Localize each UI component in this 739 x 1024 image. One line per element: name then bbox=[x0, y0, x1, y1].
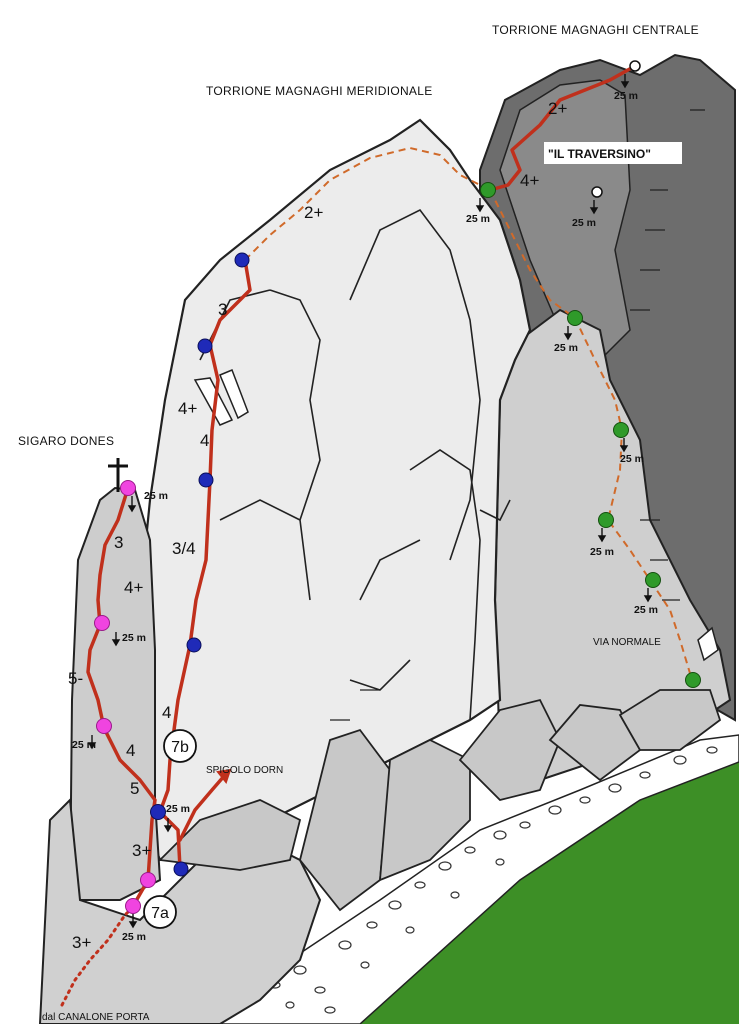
lower-boulders bbox=[158, 689, 722, 912]
label-traversino: "IL TRAVERSINO" bbox=[548, 147, 651, 161]
belay-len-7: 25 m bbox=[554, 342, 578, 354]
grade-sigaro-5: 5 bbox=[130, 779, 139, 798]
summit-cross-icon bbox=[108, 458, 128, 492]
route-centrale-line bbox=[488, 64, 637, 192]
title-torrione-centrale: TORRIONE MAGNAGHI CENTRALE bbox=[492, 23, 699, 37]
label-canalone-porta: dal CANALONE PORTA bbox=[42, 1012, 150, 1023]
grade-sigaro-7: 3+ bbox=[72, 933, 91, 952]
belay-len-9: 25 m bbox=[590, 546, 614, 558]
approach-dotted-line bbox=[60, 906, 134, 1007]
belay-len-11: 25 m bbox=[614, 90, 638, 102]
grade-sigaro-6: 3+ bbox=[132, 841, 151, 860]
grade-sigaro-2: 4+ bbox=[124, 578, 143, 597]
belay-len-3: 25 m bbox=[72, 739, 96, 751]
rock-texture-lines bbox=[199, 208, 511, 721]
grade-sigaro-3: 5- bbox=[68, 669, 83, 688]
belay-len-8: 25 m bbox=[620, 453, 644, 465]
grade-centrale-2: 4+ bbox=[520, 171, 539, 190]
spigolo-dorn-arrow bbox=[178, 773, 227, 842]
belay-len-6: 25 m bbox=[466, 213, 490, 225]
belay-len-2: 25 m bbox=[122, 632, 146, 644]
belay-len-4: 25 m bbox=[166, 803, 190, 815]
grade-main-3: 4+ bbox=[178, 399, 197, 418]
arrow-head-icon bbox=[216, 768, 232, 785]
title-sigaro-dones: SIGARO DONES bbox=[18, 434, 114, 448]
belays-white bbox=[591, 60, 641, 198]
route-7a-marker: 7a bbox=[143, 895, 177, 929]
route-7a-label: 7a bbox=[151, 905, 169, 922]
traversino-box bbox=[544, 142, 682, 164]
label-via-normale: VIA NORMALE bbox=[593, 637, 661, 648]
belays-green bbox=[480, 182, 701, 688]
grade-main-2: 3 bbox=[218, 300, 227, 319]
grade-sigaro-1: 3 bbox=[114, 533, 123, 552]
belays-blue bbox=[150, 252, 250, 877]
label-spigolo-dorn: SPIGOLO DORN bbox=[206, 765, 283, 776]
rappel-arrows bbox=[87, 74, 653, 929]
grass-slope bbox=[360, 760, 739, 1024]
route-7b-line bbox=[158, 258, 252, 870]
belay-len-5: 25 m bbox=[122, 931, 146, 943]
route-upper-dashed bbox=[244, 146, 491, 261]
route-7a-line bbox=[86, 486, 157, 910]
grade-main-1: 2+ bbox=[304, 203, 323, 222]
route-7b-label: 7b bbox=[171, 739, 189, 756]
belay-len-10: 25 m bbox=[634, 604, 658, 616]
grade-main-5: 3/4 bbox=[172, 539, 196, 558]
grade-centrale-1: 2+ bbox=[548, 99, 567, 118]
belay-len-12: 25 m bbox=[572, 217, 596, 229]
scree-pebbles bbox=[243, 746, 718, 1014]
grade-main-6: 4 bbox=[162, 703, 171, 722]
grade-sigaro-4: 4 bbox=[126, 741, 135, 760]
scree-band bbox=[198, 734, 739, 1024]
title-torrione-meridionale: TORRIONE MAGNAGHI MERIDIONALE bbox=[206, 84, 433, 98]
grade-main-4: 4 bbox=[200, 431, 209, 450]
belay-len-1: 25 m bbox=[144, 490, 168, 502]
flake-features bbox=[193, 369, 719, 662]
belays-magenta bbox=[94, 480, 156, 914]
route-7b-marker: 7b bbox=[163, 729, 197, 763]
